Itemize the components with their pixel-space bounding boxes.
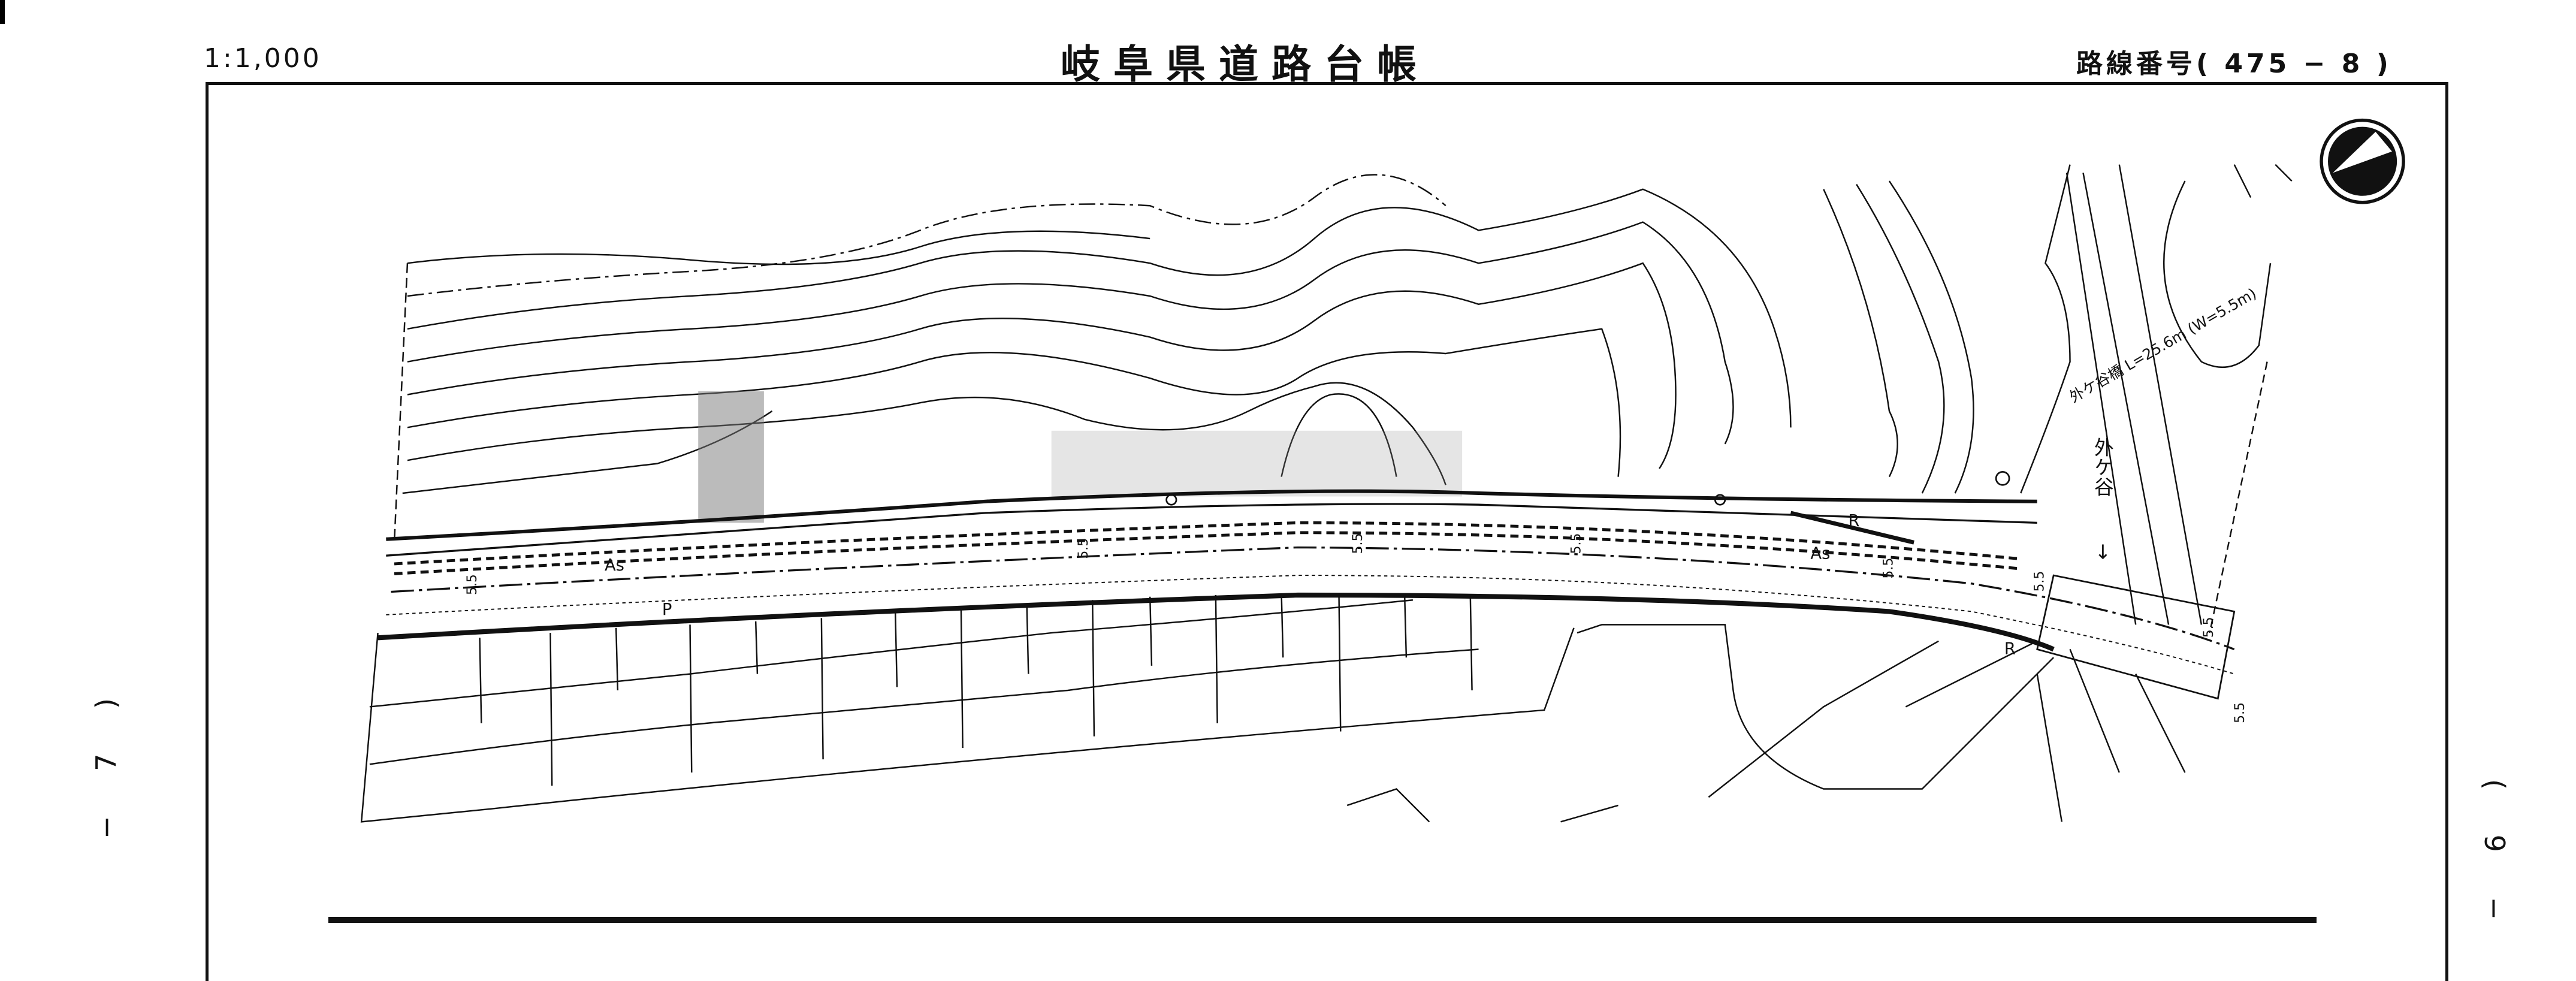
contour-lines [393, 174, 1974, 543]
map-scale: 1:1,000 [204, 43, 322, 74]
surface-label: As [1810, 545, 1830, 563]
field-parcels [360, 164, 2293, 823]
width-label: 5.5 [1351, 533, 1366, 554]
width-label: 5.5 [1076, 538, 1091, 559]
width-label: 5.5 [2233, 702, 2248, 723]
bridge-label: 外ケ谷橋 L=25.6m (W=5.5m) [2067, 285, 2260, 406]
utility-poles [1165, 471, 2010, 506]
width-label: 5.5 [2033, 571, 2047, 592]
road-lines [378, 489, 2236, 700]
vegetation-hatch [1051, 430, 1463, 497]
p-label: P [662, 600, 672, 619]
route-number: 路線番号( 475 − 8 ) [2076, 49, 2392, 79]
width-label: 5.5 [2201, 617, 2216, 638]
river-flow-arrow-icon: ↓ [2095, 541, 2112, 564]
road-map-drawing: As As 5.5 5.5 5.5 5.5 5.5 5.5 5.5 5.5 P … [360, 118, 2405, 823]
r-label: R [2004, 640, 2016, 659]
width-label: 5.5 [465, 574, 480, 595]
corner-registration-mark [0, 0, 5, 24]
surface-label: As [605, 556, 624, 575]
width-label: 5.5 [1881, 558, 1896, 579]
map-frame [206, 82, 2448, 981]
page-title: 岐阜県道路台帳 [1061, 41, 1430, 87]
width-label: 5.5 [1569, 533, 1584, 554]
vegetation-hatch [698, 391, 764, 523]
north-arrow-icon [2320, 118, 2405, 204]
bottom-rule [328, 917, 2317, 923]
river-label: 外ケ谷 [2091, 437, 2115, 497]
r-label: R [1848, 512, 1859, 530]
